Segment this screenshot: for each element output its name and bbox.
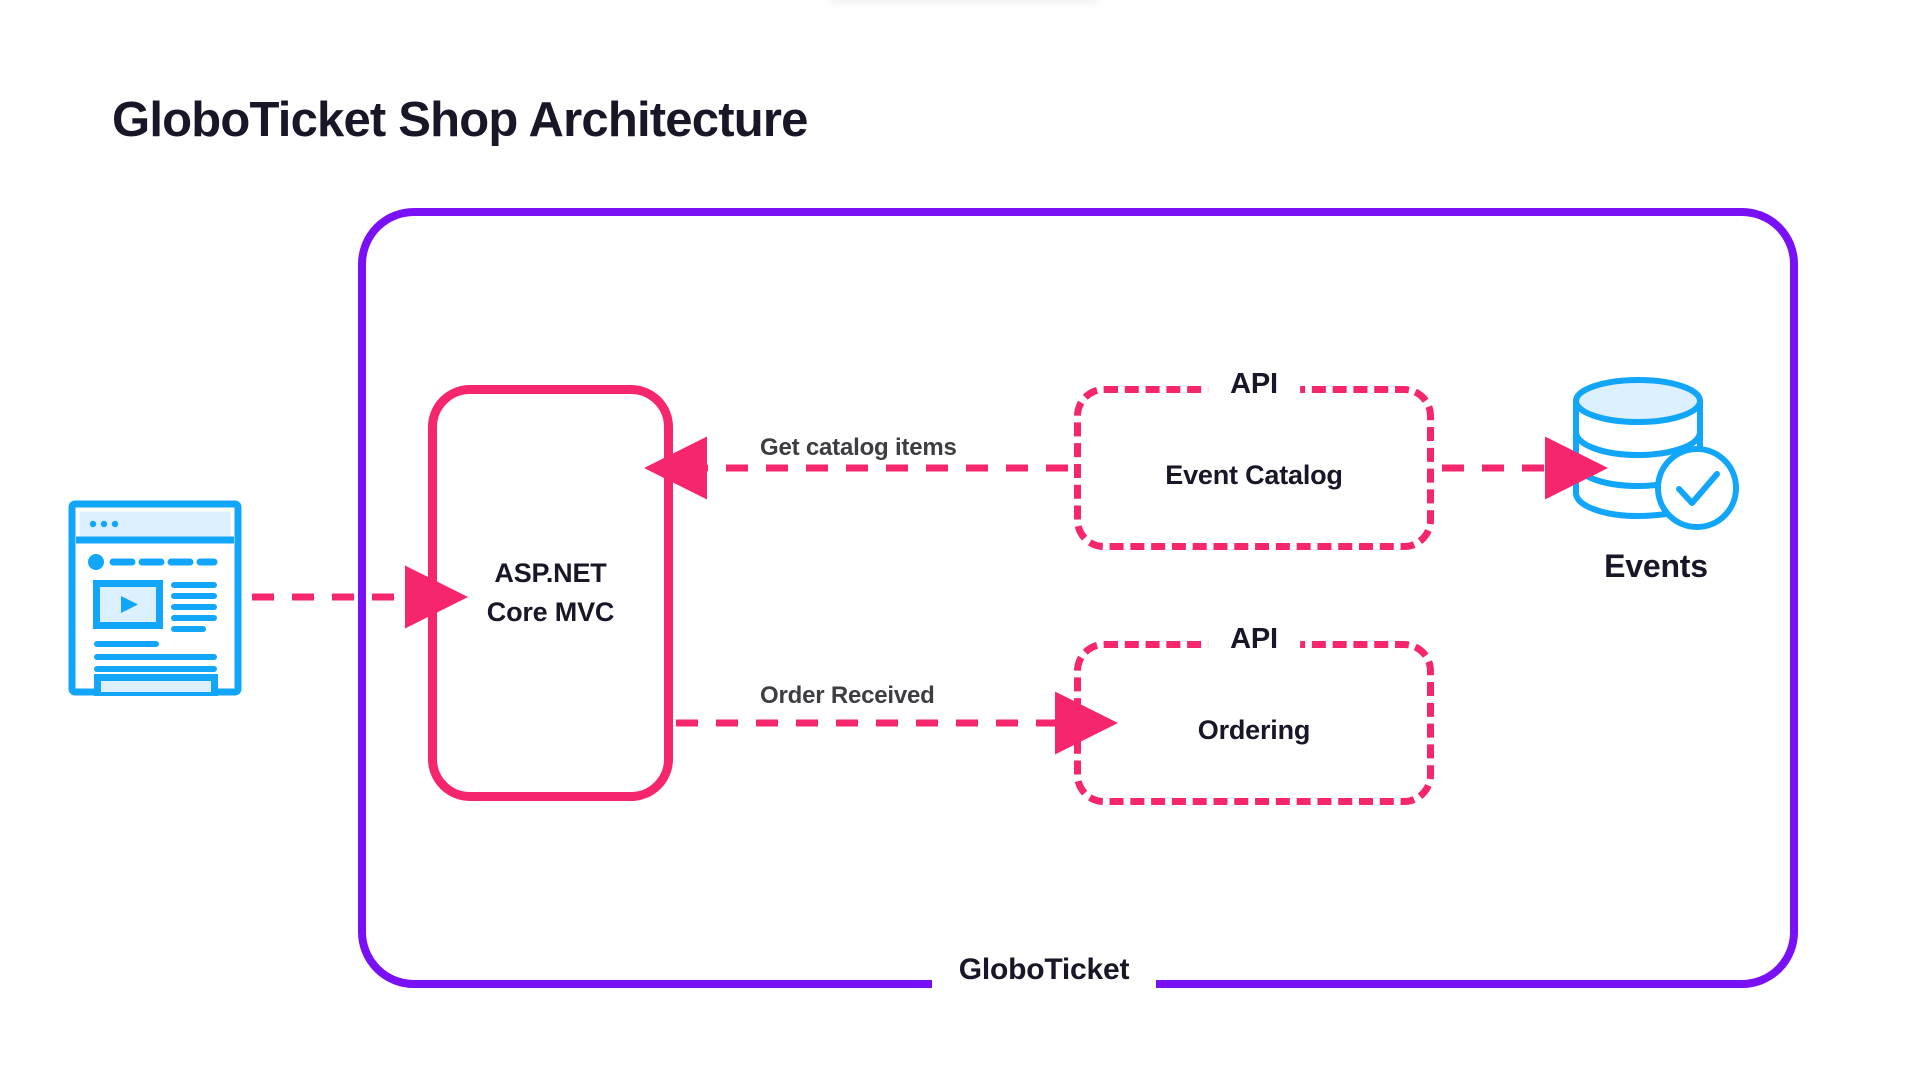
- event-catalog-api-node[interactable]: API Event Catalog: [1074, 361, 1434, 550]
- edge-label-order-received: Order Received: [760, 682, 935, 709]
- ordering-api-node[interactable]: API Ordering: [1074, 616, 1434, 805]
- ordering-api-name-label: Ordering: [1197, 714, 1311, 745]
- ordering-api-kind-label: API: [1208, 616, 1300, 662]
- top-edge-artifact: [828, 0, 1100, 4]
- aspnet-core-mvc-node[interactable]: ASP.NET Core MVC: [428, 385, 673, 801]
- event-catalog-api-name-label: Event Catalog: [1165, 459, 1343, 490]
- edge-label-get-catalog-items: Get catalog items: [760, 434, 957, 461]
- browser-window-icon: [68, 500, 242, 699]
- database-check-icon: [1566, 375, 1742, 535]
- event-catalog-api-kind-label: API: [1208, 361, 1300, 407]
- globoticket-boundary-label: GloboTicket: [932, 950, 1156, 990]
- events-database-label: Events: [1604, 548, 1708, 584]
- aspnet-core-mvc-label: ASP.NET Core MVC: [486, 558, 615, 627]
- page-title: GloboTicket Shop Architecture: [112, 93, 808, 147]
